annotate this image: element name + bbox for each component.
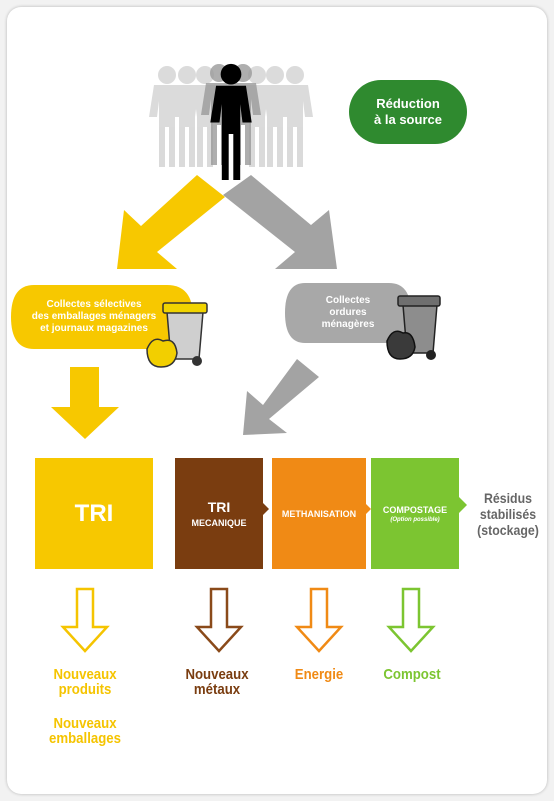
tri-mecanique-box: TRI MECANIQUE: [175, 458, 263, 569]
output-nouveaux-emballages: Nouveaux emballages: [36, 716, 135, 746]
person-icon: [210, 63, 252, 180]
nouveaux-emballages-line1: Nouveaux: [53, 715, 117, 732]
crowd-icon: [149, 63, 313, 180]
reduction-line2: à la source: [374, 112, 442, 127]
nouveaux-metaux-line2: métaux: [193, 681, 241, 698]
gray-bin-icon: [386, 295, 441, 360]
arrow-to-selective: [117, 175, 225, 269]
selective-line1: Collectes sélectives: [46, 299, 142, 310]
selective-bubble: [11, 285, 193, 349]
methanisation-box: METHANISATION: [272, 458, 366, 569]
output-compost: Compost: [371, 667, 454, 682]
nouveaux-produits-line1: Nouveaux: [53, 666, 117, 683]
household-line1: Collectes: [325, 295, 371, 306]
household-bubble: [285, 283, 411, 343]
output-arrow-yellow: [60, 587, 110, 653]
residus-line1: Résidus: [484, 490, 532, 506]
diagram-card: Réduction à la source Collectes sélectiv…: [7, 7, 547, 794]
output-energie: Energie: [279, 667, 360, 682]
tri-mecanique-line2: MECANIQUE: [191, 518, 247, 528]
residus-line3: (stockage): [477, 522, 539, 539]
selective-line3: et journaux magazines: [40, 323, 148, 334]
household-line2: ordures: [329, 307, 367, 318]
nouveaux-emballages-line2: emballages: [49, 730, 121, 747]
reduction-badge: Réduction à la source: [349, 80, 467, 144]
energie-label: Energie: [294, 666, 344, 683]
compostage-box: COMPOSTAGE (Option possible): [371, 458, 459, 569]
methanisation-label: METHANISATION: [281, 508, 357, 519]
output-arrow-green: [386, 587, 436, 653]
nouveaux-metaux-line1: Nouveaux: [185, 666, 249, 683]
compostage-note: (Option possible): [390, 516, 440, 523]
nouveaux-produits-line2: produits: [58, 681, 112, 698]
diagram-graphics: [11, 63, 467, 653]
compostage-label: COMPOSTAGE: [382, 504, 448, 515]
residus-label: Résidus stabilisés (stockage): [472, 490, 544, 538]
household-collection-label: Collectes ordures ménagères: [307, 285, 389, 341]
residus-line2: stabilisés: [479, 506, 537, 523]
yellow-bin-icon: [146, 302, 208, 368]
arrow-to-household: [223, 175, 337, 269]
tri-label: TRI: [74, 499, 114, 527]
output-arrow-brown: [194, 587, 244, 653]
selective-line2: des emballages ménagers: [31, 311, 157, 322]
arrow-to-tri-mecanique: [243, 359, 319, 435]
tri-mecanique-line1: TRI: [207, 499, 231, 515]
connector-arrow-2: [365, 503, 371, 515]
connector-arrow-3: [459, 497, 467, 513]
output-nouveaux-metaux: Nouveaux métaux: [173, 667, 261, 697]
connector-arrow-1: [263, 503, 269, 515]
reduction-line1: Réduction: [376, 96, 440, 112]
household-line3: ménagères: [321, 319, 375, 330]
output-arrow-orange: [294, 587, 344, 653]
arrow-to-tri: [51, 367, 119, 439]
selective-collection-label: Collectes sélectives des emballages ména…: [19, 287, 169, 347]
tri-box: TRI: [35, 458, 153, 569]
compost-label: Compost: [383, 666, 441, 683]
output-nouveaux-produits: Nouveaux produits: [36, 667, 135, 697]
